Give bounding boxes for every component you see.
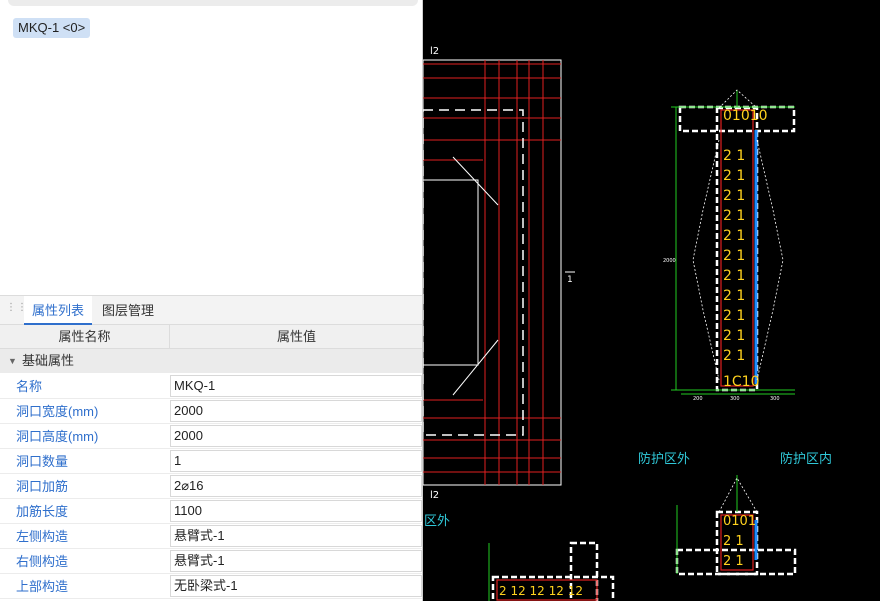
property-table-header: 属性名称 属性值 bbox=[0, 325, 422, 349]
prop-name: 名称 bbox=[16, 379, 43, 394]
prop-name: 右侧构造 bbox=[16, 554, 69, 569]
component-tag[interactable]: MKQ-1 <0> bbox=[13, 18, 91, 38]
svg-text:2 1: 2 1 bbox=[723, 348, 745, 364]
prop-name: 洞口高度(mm) bbox=[16, 429, 99, 444]
svg-text:2 1: 2 1 bbox=[723, 148, 745, 164]
prop-value-input[interactable]: 2000 bbox=[170, 425, 422, 447]
col-header-value: 属性值 bbox=[276, 329, 316, 344]
table-row: 右侧构造 悬臂式-1 bbox=[0, 549, 422, 574]
svg-text:1C10: 1C10 bbox=[723, 374, 760, 390]
label-outside-partial: 区外 bbox=[424, 514, 450, 529]
svg-text:2 1: 2 1 bbox=[723, 168, 745, 184]
svg-text:2 1: 2 1 bbox=[723, 208, 745, 224]
svg-text:2 1: 2 1 bbox=[723, 328, 745, 344]
cad-drawing[interactable]: l2 l2 1 01010 2 1 2 1 2 1 2 1 2 1 2 1 2 … bbox=[423, 0, 880, 601]
label-protection-outside: 防护区外 bbox=[638, 451, 690, 467]
top-scroll-strip bbox=[8, 0, 418, 6]
prop-name: 加筋长度 bbox=[16, 504, 69, 519]
dim-middle: 300 bbox=[730, 396, 740, 402]
svg-text:2 1: 2 1 bbox=[723, 188, 745, 204]
table-row: 洞口加筋 2⌀16 bbox=[0, 474, 422, 499]
prop-value-input[interactable]: 悬臂式-1 bbox=[170, 550, 422, 572]
plan-view: l2 l2 1 bbox=[423, 46, 575, 501]
section-detail-top: 01010 2 1 2 1 2 1 2 1 2 1 2 1 2 1 2 1 2 … bbox=[663, 89, 796, 402]
section-detail-bottom: 0101 2 1 2 1 bbox=[675, 475, 797, 576]
svg-text:2 1: 2 1 bbox=[723, 554, 744, 569]
label-protection-inside: 防护区内 bbox=[780, 451, 832, 467]
svg-text:2 1: 2 1 bbox=[723, 248, 745, 264]
section-detail-lower-left: 2 12 12 12 12 bbox=[488, 541, 615, 601]
col-header-name: 属性名称 bbox=[0, 325, 170, 349]
svg-text:01010: 01010 bbox=[723, 108, 768, 124]
prop-name: 上部构造 bbox=[16, 579, 69, 594]
group-label: 基础属性 bbox=[22, 353, 75, 368]
prop-value-input[interactable]: 1100 bbox=[170, 500, 422, 522]
prop-value-input[interactable]: 2⌀16 bbox=[170, 475, 422, 497]
table-row: 洞口宽度(mm) 2000 bbox=[0, 399, 422, 424]
dim-left: 200 bbox=[693, 396, 703, 402]
cad-drawing-canvas[interactable]: l2 l2 1 01010 2 1 2 1 2 1 2 1 2 1 2 1 2 … bbox=[423, 0, 880, 601]
table-row: 左侧构造 悬臂式-1 bbox=[0, 524, 422, 549]
svg-text:2 1: 2 1 bbox=[723, 288, 745, 304]
prop-name: 洞口宽度(mm) bbox=[16, 404, 99, 419]
svg-text:2 1: 2 1 bbox=[723, 268, 745, 284]
prop-value-input[interactable]: 无卧梁式-1 bbox=[170, 575, 422, 597]
svg-text:2 12 12 12 12: 2 12 12 12 12 bbox=[499, 584, 583, 598]
tab-layers[interactable]: 图层管理 bbox=[102, 303, 155, 318]
prop-name: 洞口加筋 bbox=[16, 479, 69, 494]
svg-text:2 1: 2 1 bbox=[723, 228, 745, 244]
table-row: 上部构造 无卧梁式-1 bbox=[0, 574, 422, 599]
group-basic-properties[interactable]: ▼ 基础属性 bbox=[0, 349, 422, 373]
caret-down-icon[interactable]: ▼ bbox=[8, 356, 17, 366]
prop-value-input[interactable]: 2000 bbox=[170, 400, 422, 422]
table-row: 名称 MKQ-1 bbox=[0, 374, 422, 399]
dim-right: 300 bbox=[770, 396, 780, 402]
marker-1: 1 bbox=[567, 275, 573, 285]
svg-text:0101: 0101 bbox=[723, 514, 756, 529]
svg-text:2 1: 2 1 bbox=[723, 534, 744, 549]
drag-grip-icon[interactable]: ⋮⋮ bbox=[6, 302, 28, 313]
marker-l2-bottom: l2 bbox=[430, 490, 439, 501]
prop-name: 左侧构造 bbox=[16, 529, 69, 544]
tab-properties[interactable]: 属性列表 bbox=[24, 296, 93, 325]
table-row: 洞口数量 1 bbox=[0, 449, 422, 474]
prop-value-input[interactable]: 1 bbox=[170, 450, 422, 472]
prop-value-input[interactable]: MKQ-1 bbox=[170, 375, 422, 397]
svg-text:2 1: 2 1 bbox=[723, 308, 745, 324]
marker-l2-top: l2 bbox=[430, 46, 439, 57]
dim-height: 2000 bbox=[663, 258, 676, 264]
table-row: 加筋长度 1100 bbox=[0, 499, 422, 524]
prop-value-input[interactable]: 悬臂式-1 bbox=[170, 525, 422, 547]
prop-name: 洞口数量 bbox=[16, 454, 69, 469]
panel-tabs-bar: ⋮⋮ 属性列表 图层管理 bbox=[0, 295, 422, 325]
properties-panel: MKQ-1 <0> ⋮⋮ 属性列表 图层管理 属性名称 属性值 ▼ 基础属性 名… bbox=[0, 0, 423, 601]
property-rows: 名称 MKQ-1 洞口宽度(mm) 2000 洞口高度(mm) 2000 洞口数… bbox=[0, 374, 422, 599]
table-row: 洞口高度(mm) 2000 bbox=[0, 424, 422, 449]
